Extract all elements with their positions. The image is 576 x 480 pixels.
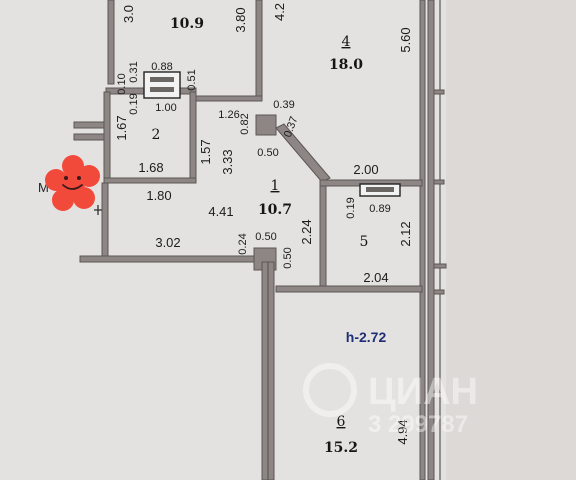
ceiling-height-label: h-2.72 [346,329,387,345]
facade-tick-3 [433,263,447,269]
facade-tick-2 [433,179,445,185]
dim-label: 2.24 [299,219,314,244]
dim-label: 1.80 [146,188,171,203]
dim-label: 0.39 [273,99,294,111]
room-5-number: 5 [360,234,369,250]
dim-label: 0.89 [369,203,390,215]
vent-slot-room5 [366,187,394,192]
dim-label: 4.41 [208,204,233,219]
dim-label: 0.31 [128,61,140,82]
sticker-eye-right-icon [77,176,81,180]
exterior-wall-inner [419,0,426,480]
room-1-number: 1 [271,178,280,194]
dim-label: 2.04 [363,270,388,285]
wall-room3-right [255,0,263,101]
facade-tick-1 [433,89,445,95]
dim-label: 1.26 [218,109,239,121]
wall-room5-left [319,179,327,291]
exterior-wall-outer [427,0,435,480]
dim-label: 0.82 [239,113,251,134]
wall-stub-left-b [73,133,105,141]
room-3-area: 10.9 [170,16,204,32]
watermark-logo-icon [303,363,357,417]
room-1-area: 10.7 [258,202,292,218]
dim-label: 1.57 [198,139,213,164]
dim-label: 1.68 [138,160,163,175]
sticker-smile-icon [62,184,83,190]
wall-corridor-top [195,95,263,102]
vent-block-top [143,71,181,99]
dim-label: 3.33 [220,149,235,174]
wall-room2-bottom [103,177,197,184]
wall-hall-bottom [79,255,277,263]
dim-label: 1.00 [155,102,176,114]
dim-label: 0.19 [128,93,140,114]
dim-label: 0.50 [282,247,294,268]
walls [73,0,447,480]
wall-room5-bottom [275,285,423,293]
dim-label: 5.60 [398,27,413,52]
watermark-brand: ЦИАН [368,371,478,413]
room-6-number: 6 [337,414,346,430]
wall-stub-left [73,121,105,129]
room-4-area: 18.0 [329,57,363,73]
dim-label: 1.67 [114,115,129,140]
wall-room2-right [189,91,197,183]
dim-label: 3.0 [121,5,136,23]
sticker-eye-left-icon [64,176,68,180]
dim-label: 4.2 [272,3,287,21]
dimension-labels: 3.0 3.80 4.2 5.60 0.88 0.31 0.10 0.51 0.… [114,3,413,445]
room-labels: 10.9 4 18.0 2 1 10.7 5 6 15.2 h-2.72 [152,16,387,456]
dim-label: 0.19 [345,197,357,218]
dim-label: 3.80 [233,7,248,32]
corner-label: M [38,180,49,195]
facade-tick-4 [433,289,445,295]
outside-strip [446,0,576,480]
dim-label: 3.02 [155,235,180,250]
wall-diagonal [275,123,331,183]
column-top [255,114,277,136]
watermark-id: 3 299787 [368,411,468,438]
wall-hall-left [101,182,109,262]
room-2-number: 2 [152,127,161,143]
dim-label: 0.50 [257,147,278,159]
wall-room3-left [107,0,115,85]
room-4-number: 4 [342,34,351,50]
dim-label: 0.24 [237,233,249,254]
vent-slot-top-1 [150,77,174,82]
dim-label: 2.12 [398,221,413,246]
ventilation-blocks [143,71,401,197]
dim-label: 0.88 [151,61,172,73]
wall-room2-left [103,91,111,179]
dim-label: 0.50 [255,231,276,243]
room-6-area: 15.2 [324,440,358,456]
dim-label: 2.00 [353,162,378,177]
watermark: ЦИАН 3 299787 [303,363,478,438]
sticker: M [38,155,100,211]
dim-label: 4.94 [395,419,410,444]
vent-slot-top-2 [150,87,174,92]
dim-label: 0.10 [116,73,128,94]
dim-label: 0.51 [186,69,198,90]
